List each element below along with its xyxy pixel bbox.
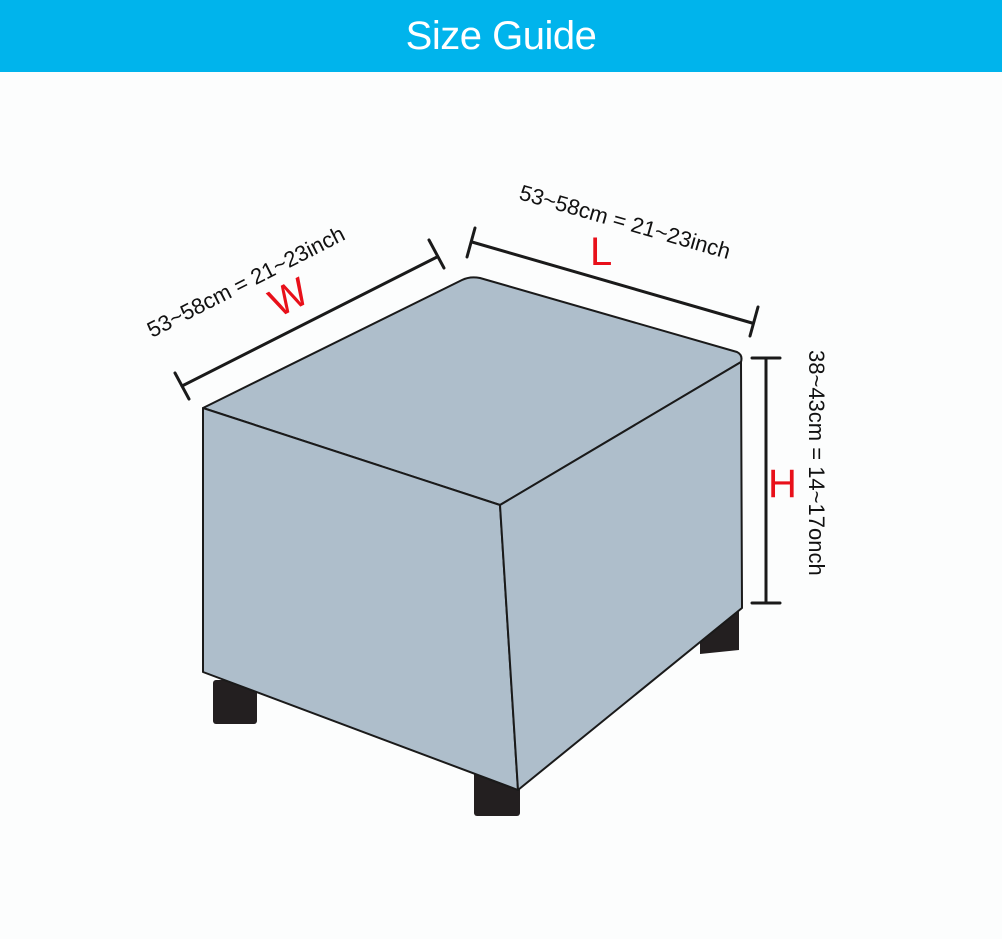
length-end-tick-left bbox=[465, 226, 477, 259]
page-title: Size Guide bbox=[405, 13, 597, 58]
height-dimension: H 38~43cm = 14~17onch bbox=[750, 350, 829, 605]
length-end-tick-right bbox=[748, 305, 760, 338]
height-measure-label: 38~43cm = 14~17onch bbox=[804, 350, 829, 576]
length-letter: L bbox=[590, 230, 612, 274]
cover-top-face bbox=[202, 276, 743, 506]
size-guide-header: Size Guide bbox=[0, 0, 1002, 72]
width-measure-line bbox=[180, 255, 439, 388]
diagram-area: 53~58cm = 21~23inch W 53~58cm = 21~23inc… bbox=[0, 72, 1002, 939]
length-measure-line bbox=[470, 240, 754, 325]
leg-front-left bbox=[213, 680, 257, 724]
ottoman-cover bbox=[202, 276, 743, 791]
height-letter: H bbox=[768, 462, 797, 506]
ottoman-diagram: 53~58cm = 21~23inch W 53~58cm = 21~23inc… bbox=[0, 72, 1002, 939]
cover-side-face bbox=[499, 361, 743, 791]
width-end-tick-left bbox=[173, 371, 191, 401]
width-end-tick-right bbox=[427, 238, 446, 270]
